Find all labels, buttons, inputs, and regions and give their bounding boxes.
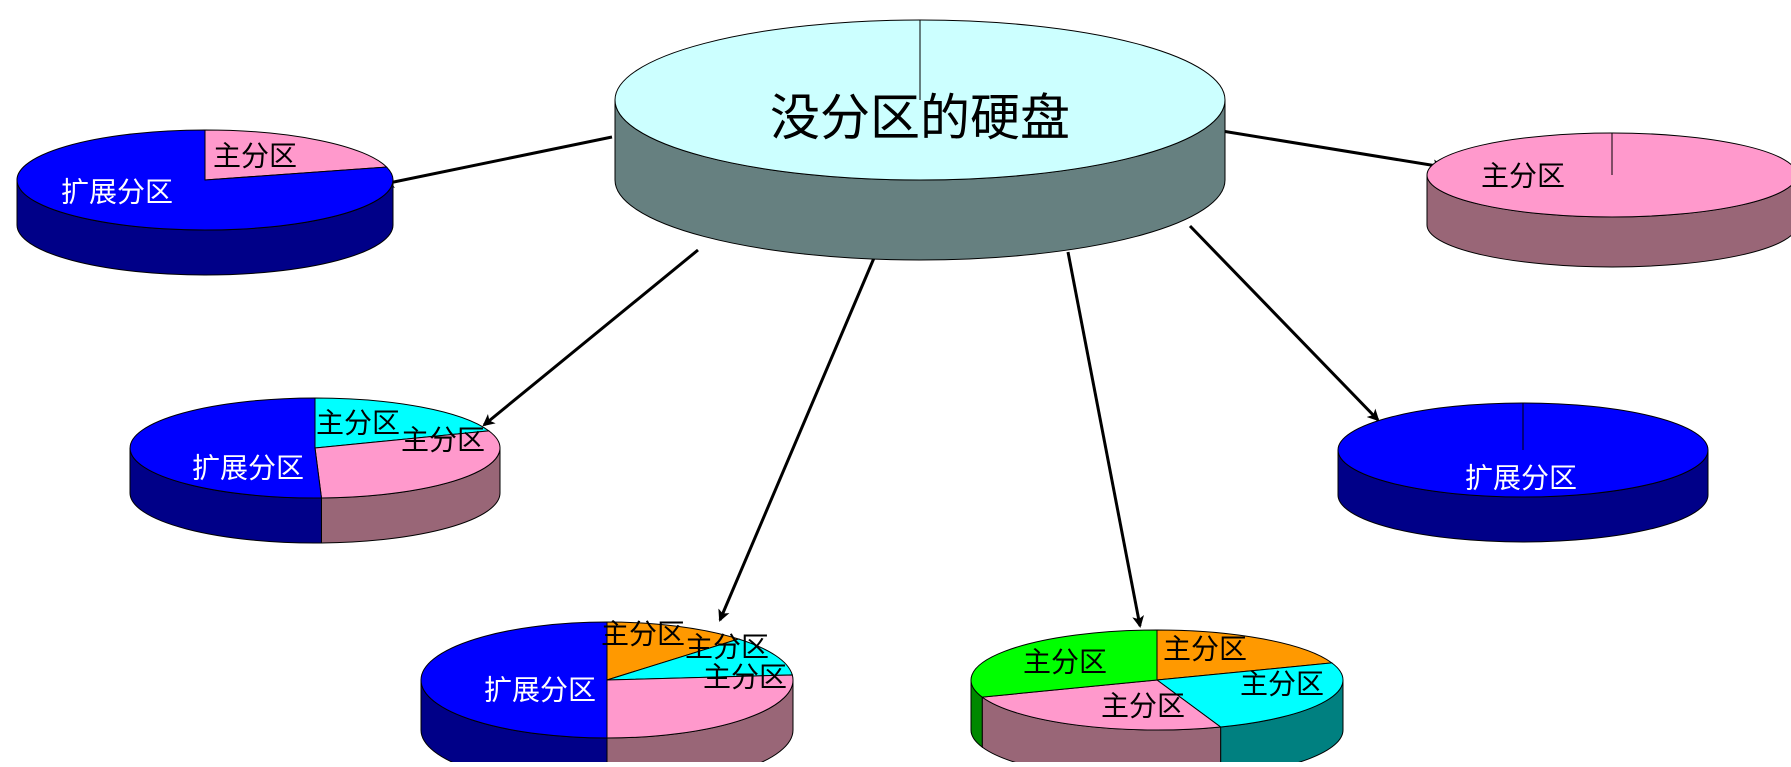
disk-a-slice-2-label: 扩展分区 bbox=[61, 176, 173, 209]
disk-d-slice-3 bbox=[980, 679, 1222, 731]
disk-b-slice-1-label: 主分区 bbox=[316, 407, 400, 440]
disk-c-slice-2-label: 主分区 bbox=[685, 631, 769, 664]
disk-c-slice-3-label: 主分区 bbox=[703, 661, 787, 694]
disk-b-slice-1 bbox=[314, 397, 491, 449]
disk-f: 主分区 bbox=[1426, 132, 1791, 268]
disk-a-slice-1-label: 主分区 bbox=[213, 140, 297, 173]
partition-disks-layer: 主分区扩展分区主分区主分区扩展分区主分区主分区主分区扩展分区主分区主分区主分区主… bbox=[16, 129, 1791, 767]
disk-e-slice-1-label: 扩展分区 bbox=[1465, 462, 1577, 495]
disk-c-slice-4-label: 扩展分区 bbox=[484, 674, 596, 707]
disk-b-slice-3-label: 扩展分区 bbox=[192, 452, 304, 485]
disk-d-slice-2 bbox=[1155, 662, 1344, 728]
arrow-1 bbox=[382, 135, 613, 188]
disk-a-slice-1 bbox=[204, 129, 388, 181]
disk-d-slice-1 bbox=[1156, 629, 1334, 681]
disk-d-slice-4-label: 主分区 bbox=[1023, 646, 1107, 679]
disk-d-slice-1-label: 主分区 bbox=[1163, 633, 1247, 666]
disk-c: 主分区主分区主分区扩展分区 bbox=[420, 618, 794, 767]
disk-c-slice-3 bbox=[606, 674, 794, 739]
disk-d-slice-4 bbox=[970, 629, 1158, 698]
disk-c-slice-4 bbox=[420, 621, 608, 739]
arrow-3 bbox=[718, 257, 876, 622]
arrow-5 bbox=[1188, 224, 1380, 422]
disk-c-slice-2 bbox=[606, 638, 793, 681]
disk-a-slice-2 bbox=[16, 129, 394, 231]
disk-d-slice-3-label: 主分区 bbox=[1101, 690, 1185, 723]
arrow-6 bbox=[1221, 129, 1445, 172]
disk-e: 扩展分区 bbox=[1337, 402, 1709, 543]
disk-d-slice-2-label: 主分区 bbox=[1240, 668, 1324, 701]
disk-b-slice-2-label: 主分区 bbox=[401, 424, 485, 457]
disk-b-slice-2 bbox=[314, 430, 501, 499]
disk-c-slice-1-label: 主分区 bbox=[601, 618, 685, 651]
arrow-4 bbox=[1066, 251, 1145, 628]
arrow-2 bbox=[482, 248, 699, 427]
arrows-layer bbox=[382, 129, 1445, 628]
unpartitioned-disk bbox=[614, 19, 1226, 261]
center-disk-title: 没分区的硬盘 bbox=[770, 89, 1070, 147]
disk-f-slice-1-label: 主分区 bbox=[1481, 160, 1565, 193]
disk-c-slice-1 bbox=[606, 621, 741, 681]
disk-b-slice-3 bbox=[129, 397, 323, 499]
